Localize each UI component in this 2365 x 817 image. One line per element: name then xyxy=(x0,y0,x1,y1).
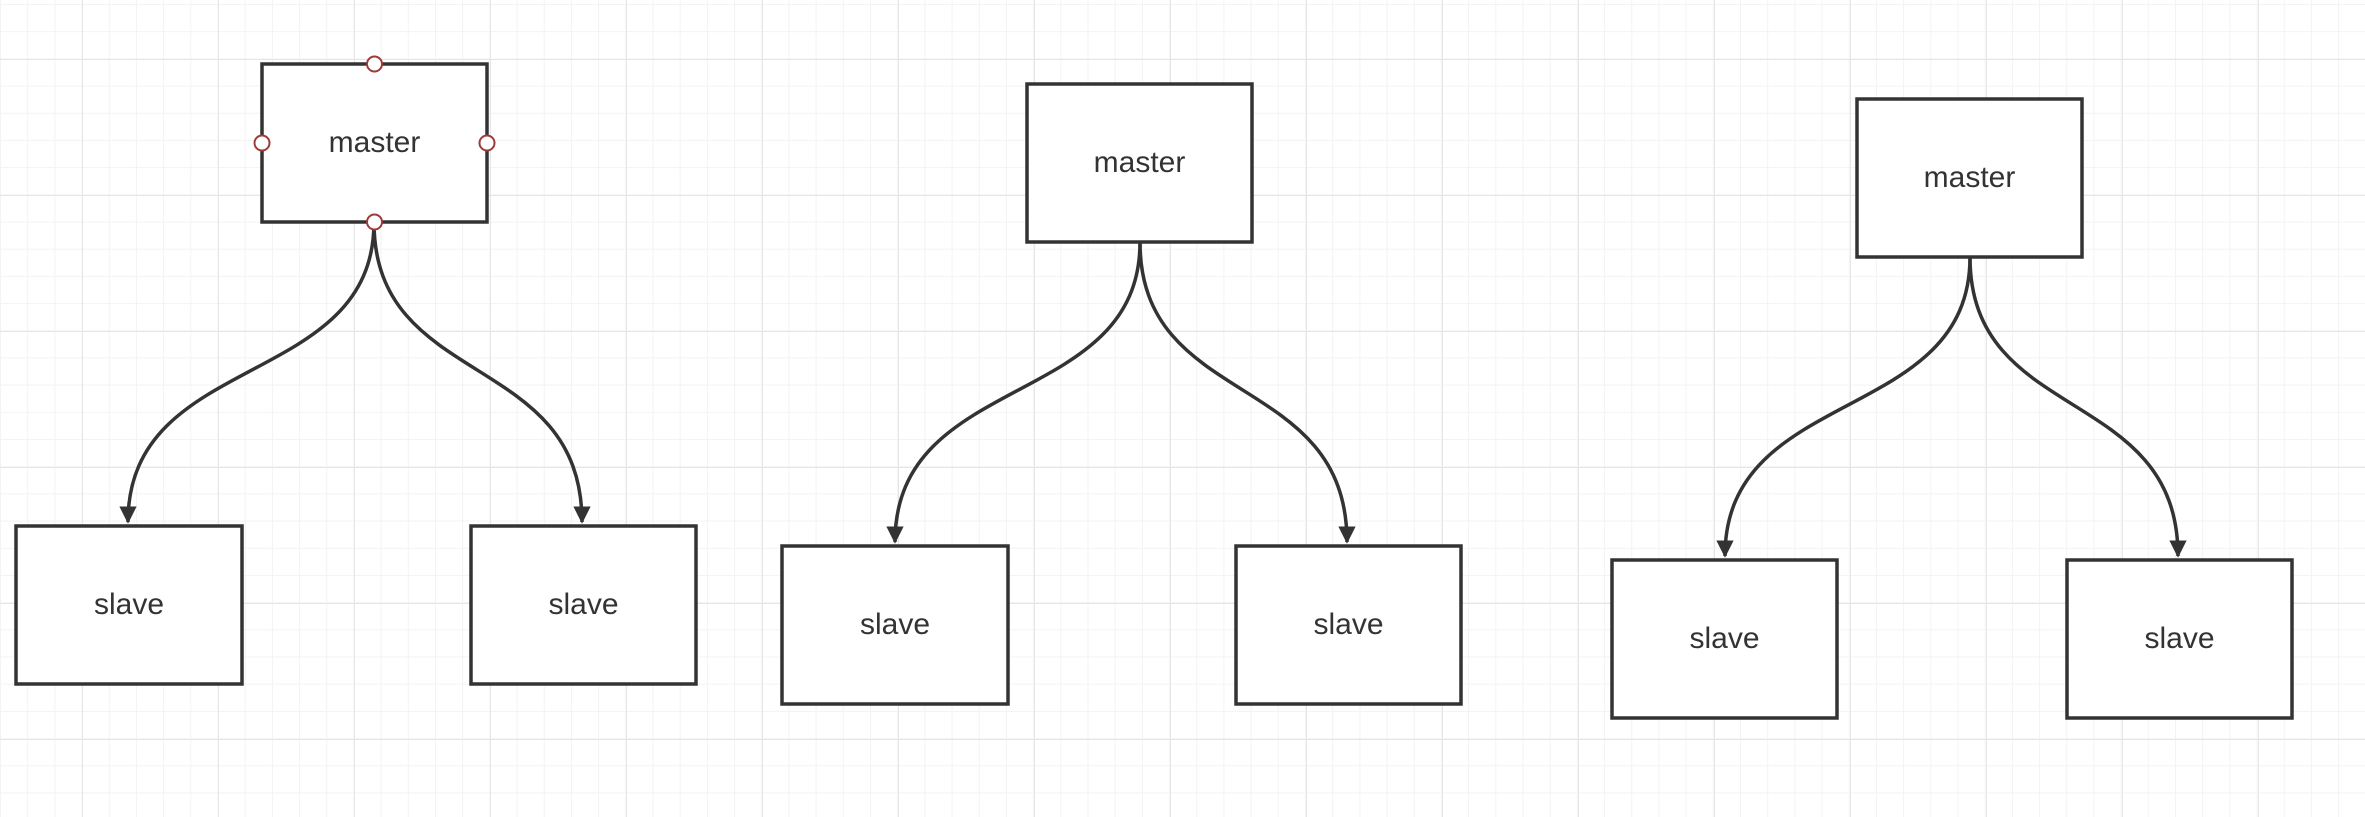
edge-master-to-slave-right[interactable] xyxy=(1968,256,2187,558)
slave-node-left[interactable]: slave xyxy=(14,524,244,686)
edge-master-to-slave-right[interactable] xyxy=(1138,241,1356,544)
connection-handle-left[interactable] xyxy=(253,134,271,152)
edge-master-to-slave-left[interactable] xyxy=(886,241,1142,544)
master-label: master xyxy=(1924,161,2016,194)
edge-master-to-slave-left[interactable] xyxy=(1716,256,1972,558)
master-label: master xyxy=(1094,146,1186,179)
connection-handle-right[interactable] xyxy=(478,134,496,152)
master-node[interactable]: master xyxy=(1855,97,2084,259)
slave-label: slave xyxy=(94,588,164,621)
diagram-3: master slave slave xyxy=(1610,97,2294,720)
selection-handles xyxy=(253,55,496,231)
slave-label: slave xyxy=(548,588,618,621)
master-node[interactable]: master xyxy=(1025,82,1254,244)
slave-label: slave xyxy=(1313,608,1383,641)
diagram-1: master slave slave xyxy=(14,55,698,686)
master-label: master xyxy=(329,126,421,159)
slave-node-right[interactable]: slave xyxy=(2065,558,2294,720)
slave-node-left[interactable]: slave xyxy=(1610,558,1839,720)
slave-label: slave xyxy=(1689,622,1759,655)
connection-handle-bottom[interactable] xyxy=(366,213,383,231)
slave-label: slave xyxy=(2144,622,2214,655)
connection-handle-top[interactable] xyxy=(366,55,383,73)
slave-node-right[interactable]: slave xyxy=(469,524,698,686)
edge-master-to-slave-left[interactable] xyxy=(119,221,376,524)
slave-node-left[interactable]: slave xyxy=(780,544,1010,706)
diagram-2: master slave slave xyxy=(780,82,1463,706)
slave-label: slave xyxy=(860,608,930,641)
slave-node-right[interactable]: slave xyxy=(1234,544,1463,706)
edge-master-to-slave-right[interactable] xyxy=(372,221,591,524)
master-node[interactable]: master xyxy=(260,62,489,224)
